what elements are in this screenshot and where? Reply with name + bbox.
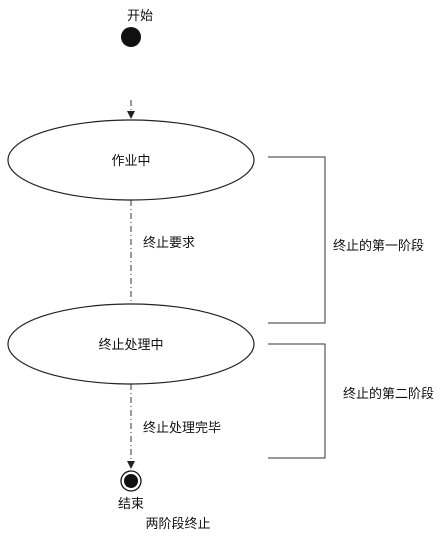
initial-state-node <box>121 27 141 47</box>
state-terminating-label: 终止处理中 <box>98 337 163 353</box>
diagram-caption: 两阶段终止 <box>145 516 210 532</box>
end-label: 结束 <box>118 497 144 512</box>
phase-second-label: 终止的第二阶段 <box>343 386 434 402</box>
transition-stop-request-label: 终止要求 <box>143 235 195 251</box>
phase-first-bracket <box>268 156 326 324</box>
phase-second-bracket <box>268 343 326 459</box>
final-state-dot <box>124 474 138 488</box>
transition-stop-done-label: 终止处理完毕 <box>143 420 221 436</box>
state-working-label: 作业中 <box>111 154 150 169</box>
phase-first-label: 终止的第一阶段 <box>333 238 424 254</box>
start-label: 开始 <box>127 9 153 24</box>
